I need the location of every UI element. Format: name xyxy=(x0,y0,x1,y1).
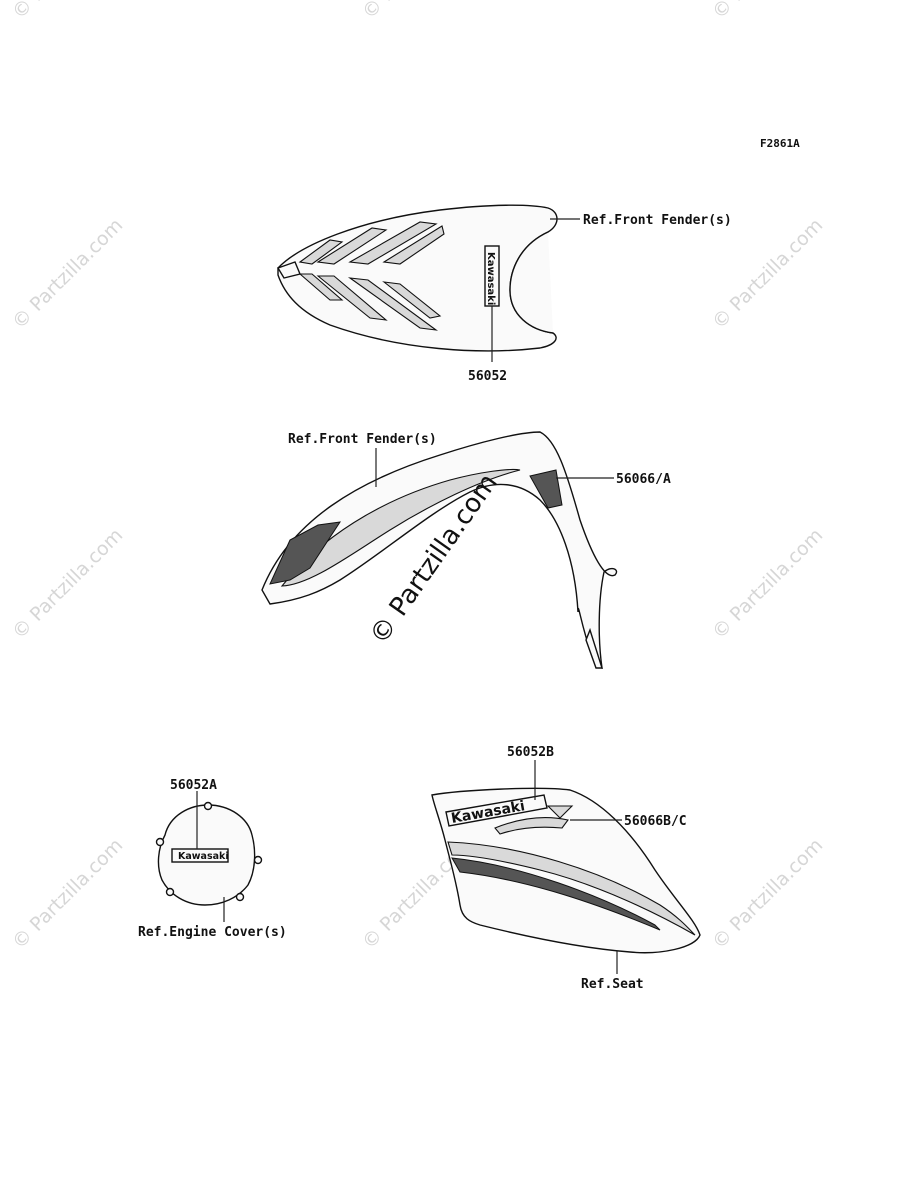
decal-brand-text: Kawasaki xyxy=(485,252,496,305)
cover-bolt xyxy=(253,855,263,865)
watermark-text: © Partzilla.com xyxy=(8,834,127,953)
cover-bolt xyxy=(165,887,175,897)
label-part-56066-a: 56066/A xyxy=(616,472,671,487)
watermark-text: © Partzilla.com xyxy=(8,524,127,643)
kawasaki-decal-56052b xyxy=(445,794,548,827)
watermark-text: © Partzilla.com xyxy=(8,214,127,333)
decal-brand-text: Kawasaki xyxy=(178,851,229,862)
chevron-stripe xyxy=(316,275,388,321)
chevron-stripe xyxy=(348,221,438,265)
seat-accent xyxy=(546,805,574,819)
chevron-stripe xyxy=(347,277,439,331)
chevron-stripe xyxy=(298,273,344,301)
cover-bolt xyxy=(155,837,165,847)
front-fender-notch xyxy=(509,231,554,334)
label-part-56052b: 56052B xyxy=(507,745,554,760)
diagram-code: F2861A xyxy=(760,137,800,150)
label-ref-seat: Ref.Seat xyxy=(581,977,644,992)
label-part-56052: 56052 xyxy=(468,369,507,384)
watermark-text: © Partzilla.com xyxy=(708,524,827,643)
chevron-stripe xyxy=(382,281,442,319)
chevron-stripe xyxy=(298,239,344,265)
label-part-56066bc: 56066B/C xyxy=(624,814,687,829)
front-fender-side-view xyxy=(261,431,618,669)
label-ref-engine-cover: Ref.Engine Cover(s) xyxy=(138,925,287,940)
fender-vent xyxy=(269,521,342,585)
decal-56066-a xyxy=(529,469,563,509)
watermark-text: © Partzilla.com xyxy=(708,834,827,953)
fender-tail xyxy=(585,627,603,669)
label-ref-front-fender-side: Ref.Front Fender(s) xyxy=(288,432,437,447)
cover-bolt xyxy=(235,892,245,902)
decal-56066b-c xyxy=(494,817,569,835)
chevron-stripe xyxy=(316,227,388,265)
cover-bolt xyxy=(203,801,213,811)
watermark-text: © Partzilla.com xyxy=(708,0,827,24)
seat-stripe-dark xyxy=(451,857,661,931)
seat-side-cover: Kawasaki xyxy=(431,787,701,954)
label-ref-front-fender-top: Ref.Front Fender(s) xyxy=(583,213,732,228)
kawasaki-decal-56052a xyxy=(171,848,229,863)
front-fender-top-view: Kawasaki xyxy=(276,204,558,352)
fender-side-stripe xyxy=(280,468,521,587)
watermark-text: © Partzilla.com xyxy=(8,0,127,24)
watermark-text: © Partzilla.com xyxy=(358,0,477,24)
chevron-stripe xyxy=(382,225,445,265)
seat-stripe xyxy=(447,841,696,936)
front-fender-side-outline xyxy=(261,431,618,669)
engine-cover: Kawasaki xyxy=(155,801,263,906)
fender-nose xyxy=(276,261,301,279)
label-part-56052a: 56052A xyxy=(170,778,217,793)
watermark-text: © Partzilla.com xyxy=(708,214,827,333)
